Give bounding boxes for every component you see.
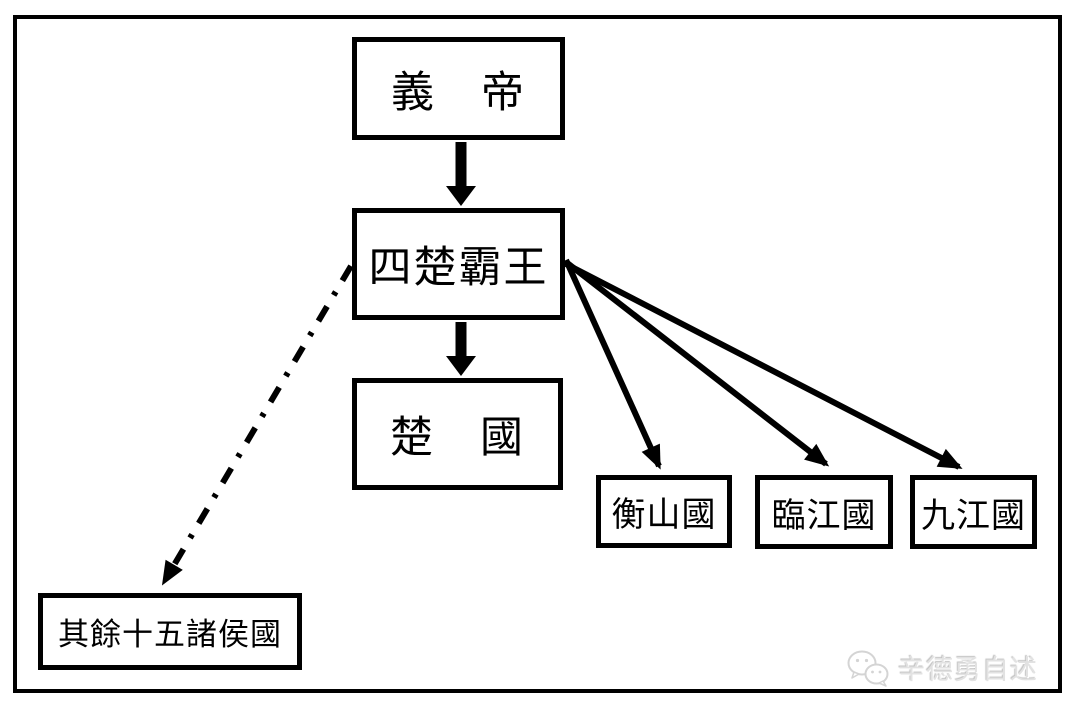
node-linjiang-state: 臨江國 [755, 475, 893, 549]
outer-border-frame [13, 15, 1062, 693]
node-other-fifteen-states: 其餘十五諸侯國 [38, 593, 302, 670]
node-chu-state: 楚 國 [352, 378, 563, 490]
watermark-text: 辛德勇自述 [898, 655, 1038, 685]
node-label: 四楚霸王 [368, 244, 549, 292]
node-hengshan-state: 衡山國 [596, 475, 732, 548]
node-label: 義 帝 [391, 68, 526, 117]
node-label: 楚 國 [390, 414, 525, 462]
watermark: 辛德勇自述 [846, 648, 1038, 687]
node-hegemon-king-of-chu: 四楚霸王 [352, 208, 565, 320]
node-emperor-yi: 義 帝 [352, 37, 565, 140]
node-label: 衡山國 [611, 496, 717, 534]
node-label: 其餘十五諸侯國 [58, 617, 282, 652]
wechat-icon [847, 650, 889, 687]
node-label: 臨江國 [771, 496, 877, 535]
node-jiujiang-state: 九江國 [910, 475, 1037, 549]
node-label: 九江國 [921, 496, 1026, 535]
